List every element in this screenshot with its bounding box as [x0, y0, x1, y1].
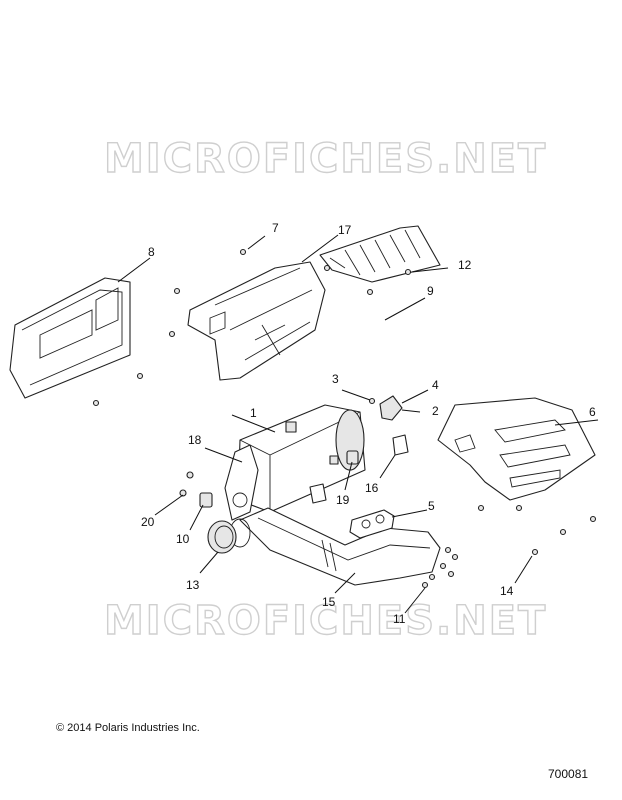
copyright-notice: © 2014 Polaris Industries Inc. — [56, 722, 200, 734]
callout-10: 10 — [176, 532, 190, 546]
callout-6: 6 — [589, 405, 596, 419]
callout-4: 4 — [432, 378, 439, 392]
part-19-damper — [346, 450, 359, 465]
callout-16: 16 — [365, 481, 379, 495]
callout-13: 13 — [186, 578, 200, 592]
part-17-heat-shield — [187, 261, 326, 381]
part-6-shield — [437, 397, 596, 501]
watermark-bottom: MICROFICHES.NET — [104, 598, 547, 644]
leader-lines — [117, 234, 599, 614]
part-10-damper — [199, 492, 213, 508]
callout-15: 15 — [322, 595, 336, 609]
figure-number: 700081 — [548, 767, 589, 781]
callout-14: 14 — [500, 584, 514, 598]
callout-2: 2 — [432, 404, 439, 418]
callout-9: 9 — [427, 284, 434, 298]
callout-19: 19 — [336, 493, 350, 507]
part-18-bracket — [224, 444, 259, 521]
callout-7: 7 — [272, 221, 279, 235]
part-13-cap — [207, 520, 237, 554]
callout-18: 18 — [188, 433, 202, 447]
part-1-grommet — [285, 421, 297, 433]
part-9-shield — [319, 225, 441, 283]
fasteners — [92, 248, 597, 589]
part-8-heat-shield — [9, 277, 131, 399]
callout-20: 20 — [141, 515, 155, 529]
callout-11: 11 — [393, 612, 406, 626]
callout-5: 5 — [428, 499, 435, 513]
part-2-cap — [379, 395, 403, 421]
callout-8: 8 — [148, 245, 155, 259]
part-15-exhaust-pipe — [229, 507, 441, 586]
part-16-isolator — [309, 434, 409, 504]
callout-1: 1 — [250, 406, 257, 420]
callouts: 1 2 3 4 5 6 7 8 9 10 11 12 13 14 15 16 1… — [141, 221, 596, 626]
callout-17: 17 — [338, 223, 352, 237]
callout-3: 3 — [332, 372, 339, 386]
watermark-top: MICROFICHES.NET — [104, 136, 547, 182]
callout-12: 12 — [458, 258, 472, 272]
part-5-gasket — [349, 509, 395, 539]
